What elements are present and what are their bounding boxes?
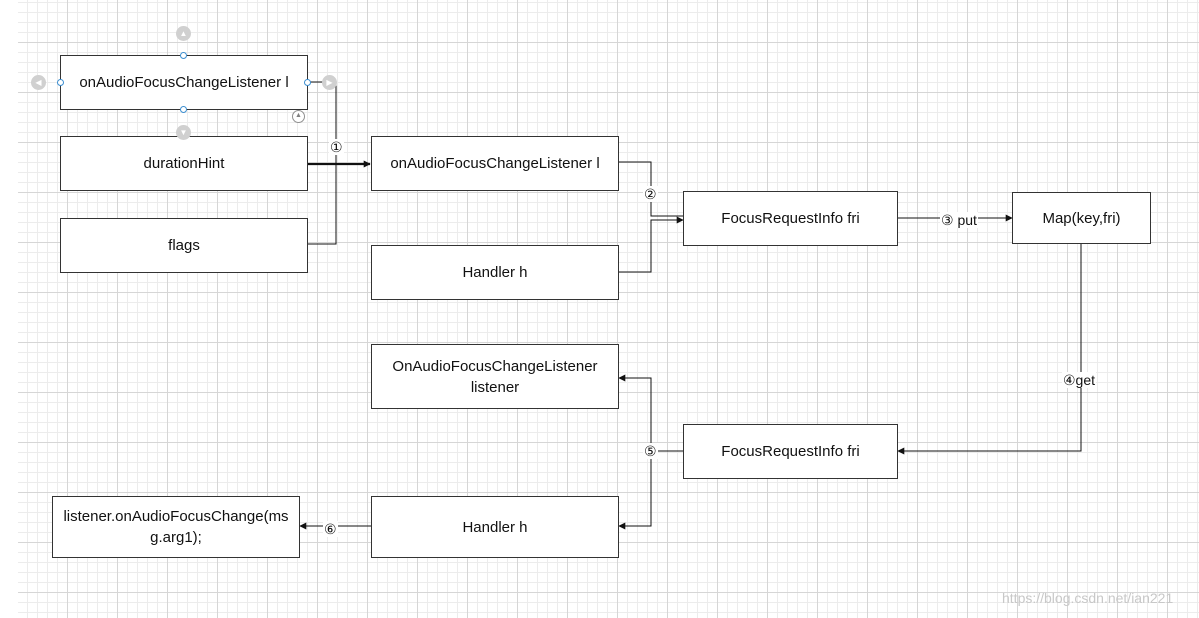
watermark: https://blog.csdn.net/ian221 (1002, 590, 1174, 606)
step-4-label: ④get (1062, 372, 1097, 388)
flags-node[interactable]: flags (60, 218, 308, 273)
listener-field-node[interactable]: onAudioFocusChangeListener l (371, 136, 619, 191)
listener-param-label: onAudioFocusChangeListener l (79, 74, 289, 91)
callback-node[interactable]: listener.onAudioFocusChange(ms g.arg1); (52, 496, 300, 558)
arrow-up-nudge-icon[interactable]: ▲ (176, 26, 191, 41)
listener-param-node[interactable]: onAudioFocusChangeListener l (60, 55, 308, 110)
map-node[interactable]: Map(key,fri) (1012, 192, 1151, 244)
callback-label-line-1: listener.onAudioFocusChange(ms (63, 508, 289, 525)
step-1-label: ① (329, 139, 344, 155)
flags-label: flags (168, 237, 200, 254)
selection-handle-right[interactable] (304, 79, 311, 86)
focus-request-info-top-label: FocusRequestInfo fri (721, 210, 860, 227)
handler-out-label: Handler h (462, 518, 528, 536)
duration-hint-node[interactable]: durationHint (60, 136, 308, 191)
selection-handle-left[interactable] (57, 79, 64, 86)
connector-flags (308, 164, 337, 245)
arrow-left-nudge-icon[interactable]: ◀ (31, 75, 46, 90)
rotate-icon[interactable]: ▲ (292, 110, 305, 123)
connector-get (897, 244, 1082, 455)
listener-field-label: onAudioFocusChangeListener l (390, 155, 600, 172)
listener-out-node[interactable]: OnAudioFocusChangeListener listener (371, 344, 619, 409)
listener-out-label-line-2: listener (470, 378, 520, 396)
focus-request-info-bottom-label: FocusRequestInfo fri (721, 443, 860, 460)
handler-field-label: Handler h (462, 264, 528, 281)
connector-to-handler (618, 451, 652, 530)
step-2-label: ② (643, 186, 658, 202)
handler-out-node[interactable]: Handler h (371, 496, 619, 558)
listener-out-label-line-1: OnAudioFocusChangeListener (392, 357, 598, 375)
selection-handle-bottom[interactable] (180, 106, 187, 113)
arrow-right-nudge-icon[interactable]: ▶ (322, 75, 337, 90)
arrow-down-nudge-icon[interactable]: ▼ (176, 125, 191, 140)
step-5-label: ⑤ (643, 443, 658, 459)
focus-request-info-top-node[interactable]: FocusRequestInfo fri (683, 191, 898, 246)
handler-field-node[interactable]: Handler h (371, 245, 619, 300)
connector-to-listener (618, 374, 652, 451)
duration-hint-label: durationHint (143, 155, 225, 172)
listener-out-text: OnAudioFocusChangeListener listener (392, 356, 597, 398)
focus-request-info-bottom-node[interactable]: FocusRequestInfo fri (683, 424, 898, 479)
callback-text: listener.onAudioFocusChange(ms g.arg1); (63, 506, 288, 548)
map-label: Map(key,fri) (1042, 209, 1121, 227)
selection-handle-top[interactable] (180, 52, 187, 59)
connector-handler-field (619, 216, 684, 273)
step-3-label: ③ put (940, 212, 978, 228)
callback-label-line-2: g.arg1); (150, 529, 202, 546)
step-6-label: ⑥ (323, 521, 338, 537)
